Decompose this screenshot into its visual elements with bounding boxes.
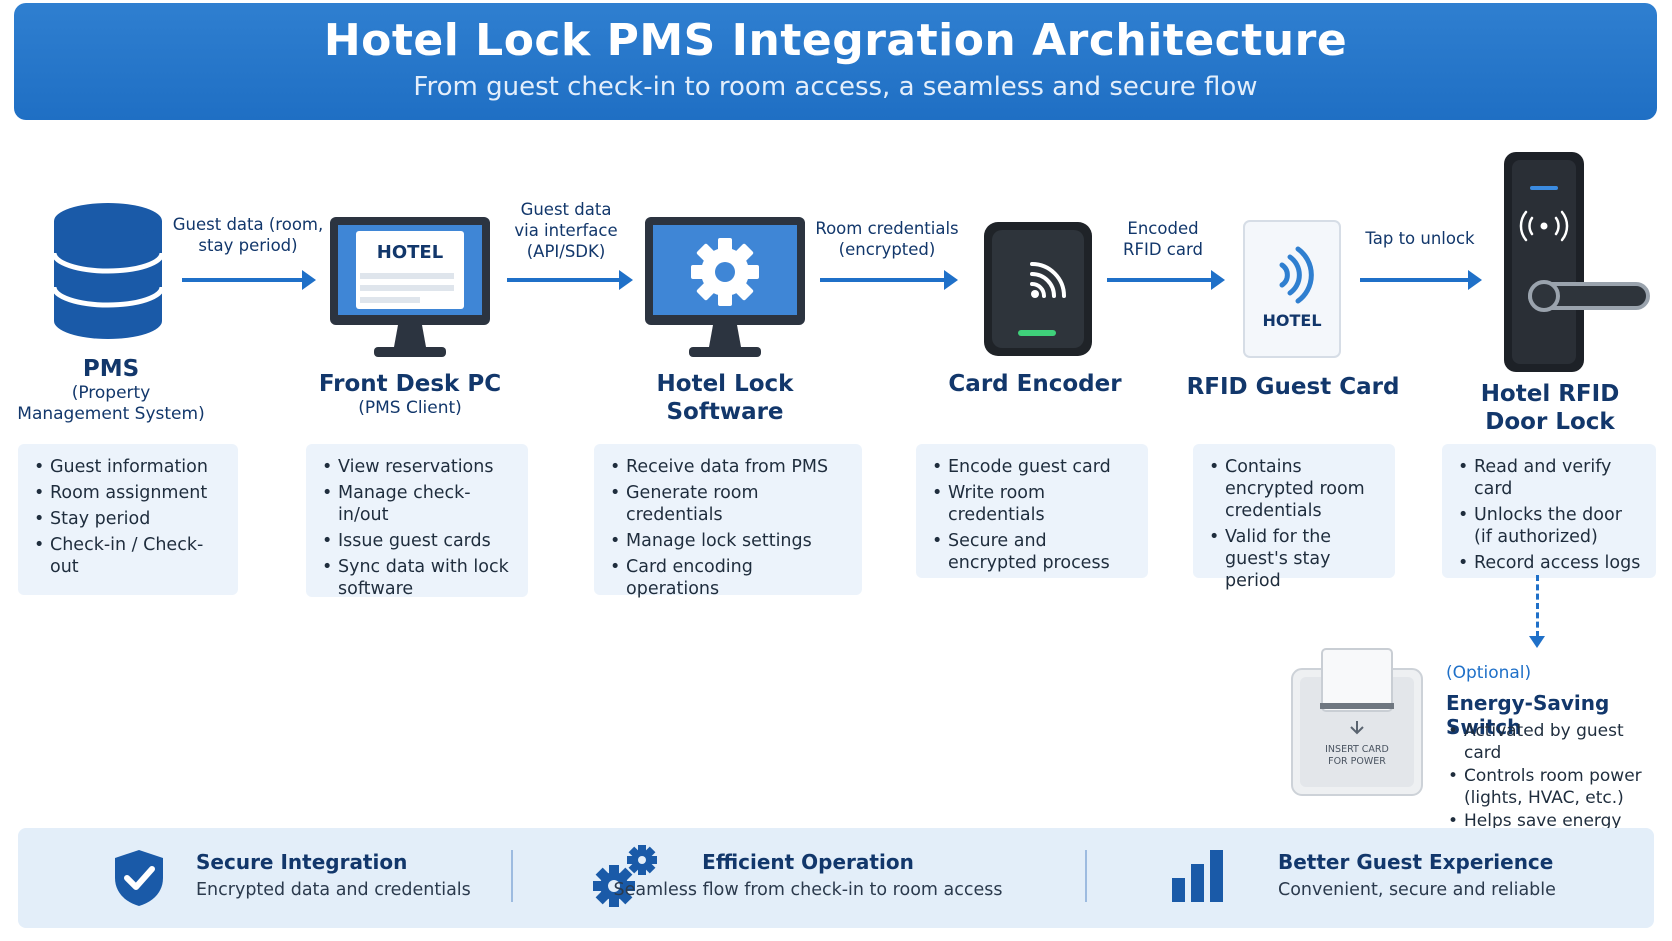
- list-item: Helps save energy: [1446, 810, 1660, 832]
- node-card-encoder: Card Encoder: [930, 370, 1140, 398]
- benefit-efficient: Efficient Operation Seamless flow from c…: [518, 828, 1098, 928]
- list-item: Record access logs: [1456, 552, 1642, 574]
- benefit-title: Secure Integration: [196, 850, 408, 874]
- node-front-desk: Front Desk PC (PMS Client): [305, 370, 515, 419]
- list-item: Encode guest card: [930, 456, 1134, 478]
- list-item: Controls room power (lights, HVAC, etc.): [1446, 765, 1660, 809]
- list-item: Contains encrypted room credentials: [1207, 456, 1381, 522]
- door-lock-icon: [1504, 152, 1650, 372]
- front-desk-details: View reservations Manage check-in/out Is…: [306, 444, 528, 600]
- monitor-screen-text: HOTEL: [376, 242, 444, 263]
- benefit-secure: Secure Integration Encrypted data and cr…: [18, 828, 518, 928]
- node-lock-software: Hotel Lock Software: [640, 370, 810, 426]
- arrow-label: Encoded RFID card: [1123, 219, 1203, 259]
- benefit-title: Efficient Operation: [702, 850, 914, 874]
- flow-arrow: [182, 270, 316, 290]
- node-label: Card Encoder: [948, 371, 1122, 397]
- arrow-label: Guest data (room, stay period): [172, 215, 324, 255]
- database-icon: [51, 203, 165, 339]
- energy-switch-text: INSERT CARD FOR POWER: [1325, 744, 1389, 767]
- benefit-title: Better Guest Experience: [1278, 850, 1554, 874]
- benefit-experience: Better Guest Experience Convenient, secu…: [1098, 828, 1654, 928]
- node-label: Hotel Lock Software: [656, 371, 794, 425]
- node-label: PMS: [82, 356, 140, 382]
- flow-arrow: [1107, 270, 1225, 290]
- arrow-label: Tap to unlock: [1365, 229, 1475, 248]
- node-label: Hotel RFID Door Lock: [1480, 381, 1620, 435]
- rfid-card-icon: [1243, 220, 1341, 358]
- list-item: Manage lock settings: [608, 530, 848, 552]
- page-title: Hotel Lock PMS Integration Architecture: [323, 15, 1348, 66]
- door-lock-details: Read and verify card Unlocks the door (i…: [1442, 444, 1656, 578]
- footer-divider: [1085, 850, 1087, 902]
- list-item: Guest information: [32, 456, 224, 478]
- node-door-lock: Hotel RFID Door Lock: [1470, 380, 1630, 436]
- footer-benefits: Secure Integration Encrypted data and cr…: [18, 828, 1654, 928]
- benefit-subtitle: Seamless flow from check-in to room acce…: [613, 880, 1003, 900]
- rfid-card-details: Contains encrypted room credentials Vali…: [1193, 444, 1395, 591]
- arrow-label: Guest data via interface (API/SDK): [514, 200, 618, 261]
- list-item: Sync data with lock software: [320, 556, 514, 600]
- list-item: Stay period: [32, 508, 224, 530]
- node-sublabel: (PMS Client): [358, 398, 462, 418]
- energy-switch-icon: [1291, 648, 1423, 796]
- list-item: Room assignment: [32, 482, 224, 504]
- page-subtitle: From guest check-in to room access, a se…: [413, 72, 1258, 102]
- list-item: Generate room credentials: [608, 482, 848, 526]
- list-item: Valid for the guest's stay period: [1207, 526, 1381, 592]
- node-label: RFID Guest Card: [1186, 374, 1400, 400]
- list-item: Check-in / Check-out: [32, 534, 224, 578]
- list-item: Card encoding operations: [608, 556, 848, 600]
- node-pms: PMS (Property Management System): [6, 355, 216, 425]
- node-sublabel: (Property Management System): [17, 383, 205, 424]
- lock-software-details: Receive data from PMS Generate room cred…: [594, 444, 862, 599]
- optional-tag: (Optional): [1446, 663, 1532, 683]
- optional-arrow-head: [1529, 636, 1545, 648]
- footer-divider: [511, 850, 513, 902]
- arrow-label: Room credentials (encrypted): [815, 219, 959, 259]
- flow-arrow: [820, 270, 958, 290]
- list-item: Read and verify card: [1456, 456, 1642, 500]
- optional-list: Activated by guest card Controls room po…: [1446, 720, 1660, 833]
- list-item: Receive data from PMS: [608, 456, 848, 478]
- optional-dashed-arrow: [1536, 575, 1539, 637]
- monitor-gear-icon: [645, 217, 805, 357]
- benefit-subtitle: Encrypted data and credentials: [196, 880, 471, 900]
- shield-check-icon: [115, 850, 163, 906]
- header-banner: Hotel Lock PMS Integration Architecture …: [14, 3, 1657, 120]
- gears-icon: [593, 845, 657, 907]
- flow-arrow: [507, 270, 633, 290]
- list-item: Write room credentials: [930, 482, 1134, 526]
- flow-arrow: [1360, 270, 1482, 290]
- bar-chart-icon: [1172, 850, 1223, 902]
- rfid-card-text: HOTEL: [1262, 311, 1322, 330]
- list-item: Issue guest cards: [320, 530, 514, 552]
- card-encoder-icon: [984, 222, 1092, 356]
- list-item: Unlocks the door (if authorized): [1456, 504, 1642, 548]
- list-item: Secure and encrypted process: [930, 530, 1134, 574]
- node-label: Front Desk PC: [318, 371, 502, 397]
- node-rfid-card: RFID Guest Card: [1180, 373, 1406, 401]
- list-item: View reservations: [320, 456, 514, 478]
- monitor-hotel-icon: [330, 217, 490, 357]
- benefit-subtitle: Convenient, secure and reliable: [1278, 880, 1556, 900]
- list-item: Activated by guest card: [1446, 720, 1660, 764]
- list-item: Manage check-in/out: [320, 482, 514, 526]
- card-encoder-details: Encode guest card Write room credentials…: [916, 444, 1148, 578]
- pms-details: Guest information Room assignment Stay p…: [18, 444, 238, 595]
